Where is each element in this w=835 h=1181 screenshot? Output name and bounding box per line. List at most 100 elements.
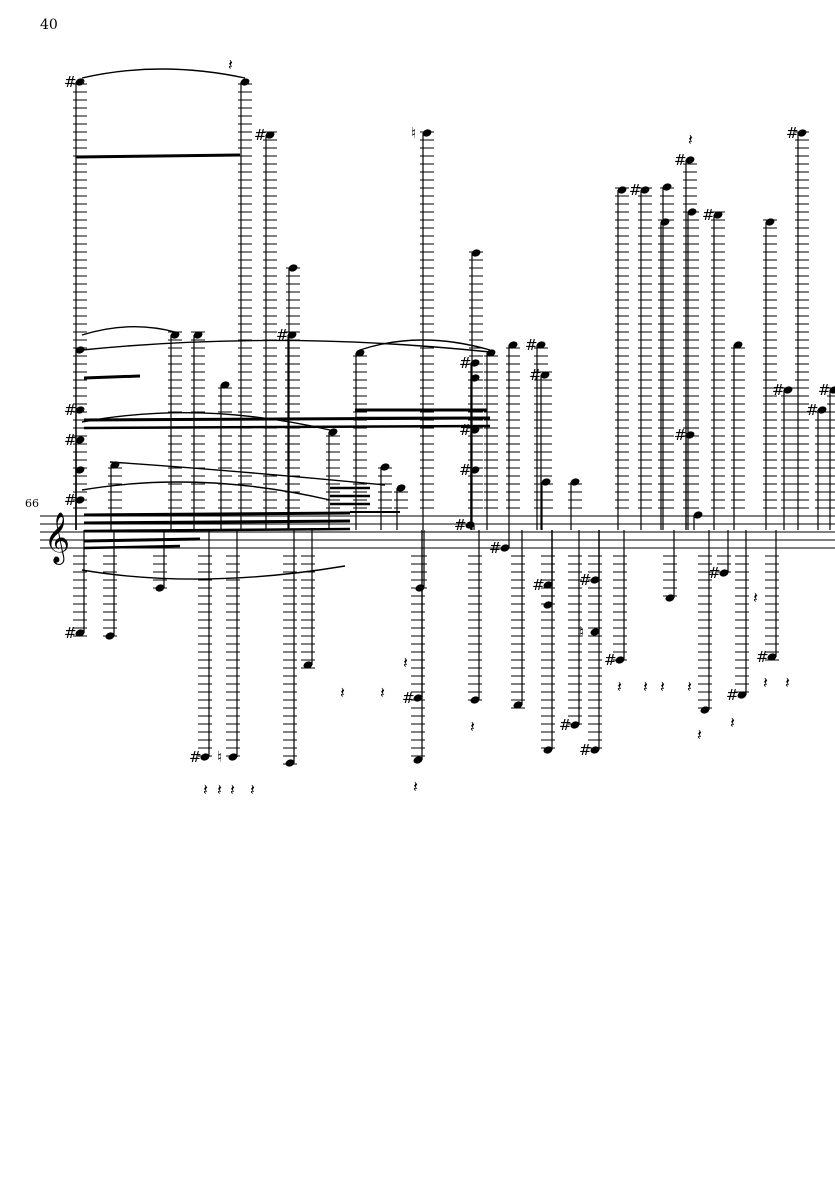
note xyxy=(103,530,117,640)
notehead-icon xyxy=(288,264,298,272)
note xyxy=(568,478,582,530)
notehead-icon xyxy=(733,341,743,349)
note xyxy=(153,530,167,592)
notehead-icon xyxy=(829,386,835,394)
notehead-icon xyxy=(75,346,85,354)
note xyxy=(539,478,553,530)
sharp-icon: # xyxy=(674,151,687,169)
notehead-icon xyxy=(220,381,230,389)
quarter-rest-icon: 𝄽 xyxy=(763,673,768,692)
sharp-icon: # xyxy=(702,206,715,224)
quarter-rest-icon: 𝄽 xyxy=(217,780,222,799)
notehead-icon xyxy=(380,463,390,471)
notehead-icon xyxy=(617,186,627,194)
note xyxy=(378,463,392,530)
slur xyxy=(81,412,331,431)
sharp-icon: # xyxy=(629,181,642,199)
notehead-icon xyxy=(413,694,423,702)
notehead-icon xyxy=(470,696,480,704)
notehead-icon xyxy=(543,581,553,589)
notehead-icon xyxy=(75,629,85,637)
quarter-rest-icon: 𝄽 xyxy=(340,683,345,702)
notehead-icon xyxy=(285,759,295,767)
notehead-icon xyxy=(228,753,238,761)
sharp-icon: # xyxy=(674,426,687,444)
note: # xyxy=(806,401,829,530)
notehead-icon xyxy=(486,349,496,357)
sharp-icon: # xyxy=(276,326,289,344)
natural-icon: ♮ xyxy=(217,748,222,766)
sharp-icon: # xyxy=(786,124,799,142)
note xyxy=(615,186,629,530)
sharp-icon: # xyxy=(454,516,467,534)
notehead-icon xyxy=(303,661,313,669)
sharp-icon: # xyxy=(726,686,739,704)
quarter-rest-icon: 𝄽 xyxy=(730,713,735,732)
note xyxy=(353,349,367,530)
beam xyxy=(83,519,351,525)
notehead-icon xyxy=(465,521,475,529)
beam xyxy=(83,527,351,533)
note: # xyxy=(454,516,475,534)
note: # xyxy=(489,530,510,557)
note: # xyxy=(459,461,482,530)
sharp-icon: # xyxy=(818,381,831,399)
sharp-icon: # xyxy=(459,461,472,479)
notehead-icon xyxy=(105,632,115,640)
sharp-icon: # xyxy=(756,648,769,666)
notehead-icon xyxy=(471,249,481,257)
note: ♮ xyxy=(411,124,434,530)
slur xyxy=(81,565,346,580)
notehead-icon xyxy=(765,218,775,226)
note xyxy=(685,208,699,530)
notehead-icon xyxy=(500,544,510,552)
notehead-icon xyxy=(817,406,827,414)
note xyxy=(326,428,340,530)
sharp-icon: # xyxy=(64,431,77,449)
notehead-icon xyxy=(797,129,807,137)
notehead-icon xyxy=(662,183,672,191)
page-number: 40 xyxy=(40,17,58,33)
quarter-rest-icon: 𝄽 xyxy=(687,677,692,696)
beam xyxy=(83,537,201,543)
sharp-icon: # xyxy=(189,748,202,766)
note xyxy=(698,530,712,714)
note xyxy=(731,341,745,530)
note xyxy=(763,218,777,530)
notehead-icon xyxy=(640,186,650,194)
notehead-icon xyxy=(155,584,165,592)
note xyxy=(238,78,252,530)
note xyxy=(218,381,232,530)
note xyxy=(484,349,498,530)
sharp-icon: # xyxy=(579,571,592,589)
notehead-icon xyxy=(665,594,675,602)
treble-clef-icon: 𝄞 xyxy=(44,512,70,565)
note xyxy=(541,530,555,609)
quarter-rest-icon: 𝄽 xyxy=(203,780,208,799)
quarter-rest-icon: 𝄽 xyxy=(403,653,408,672)
notehead-icon xyxy=(570,478,580,486)
notehead-icon xyxy=(413,756,423,764)
note: # xyxy=(64,530,87,642)
sharp-icon: # xyxy=(579,741,592,759)
sharp-icon: # xyxy=(559,716,572,734)
notehead-icon xyxy=(541,478,551,486)
notehead-icon xyxy=(193,331,203,339)
notehead-icon xyxy=(693,511,703,519)
sharp-icon: # xyxy=(529,366,542,384)
notehead-icon xyxy=(540,371,550,379)
slur xyxy=(81,339,491,353)
notehead-icon xyxy=(415,584,425,592)
sharp-icon: # xyxy=(489,539,502,557)
natural-icon: ♮ xyxy=(411,124,416,142)
notehead-icon xyxy=(543,746,553,754)
note: # xyxy=(786,124,809,530)
quarter-rest-icon: 𝄽 xyxy=(413,777,418,796)
notehead-icon xyxy=(240,78,250,86)
sharp-icon: # xyxy=(459,354,472,372)
note: # xyxy=(64,491,87,530)
notehead-icon xyxy=(328,428,338,436)
note: # xyxy=(579,530,602,589)
note: # xyxy=(629,181,652,530)
notehead-icon xyxy=(543,601,553,609)
